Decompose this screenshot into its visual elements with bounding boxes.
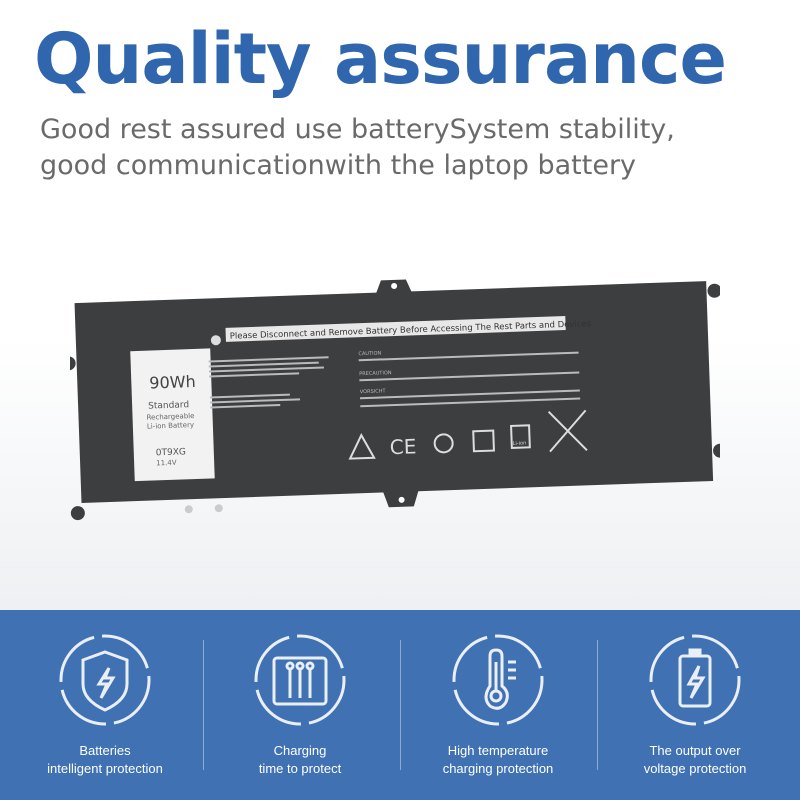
precaution-text: PRECAUTION [359, 370, 392, 377]
feature-label-2: intelligent protection [47, 761, 163, 776]
feature-label-2: charging protection [442, 761, 554, 776]
recycle-5-icon [433, 433, 454, 454]
subtitle-line-2: good communicationwith the laptop batter… [40, 150, 637, 181]
battery-type-2: Rechargeable [146, 412, 194, 422]
divider [203, 640, 204, 770]
feature-high-temperature: High temperature charging protection [398, 610, 598, 800]
circuit-icon [254, 634, 346, 726]
battery-model: 0T9XG [156, 447, 186, 458]
li-ion-recycle-icon [510, 424, 531, 449]
battery-capacity: 90Wh [149, 372, 196, 393]
divider [597, 640, 598, 770]
feature-output-voltage: The output over voltage protection [595, 610, 795, 800]
li-ion-text: Li-ion [513, 440, 527, 446]
feature-label-1: The output over [649, 743, 741, 758]
battery-voltage: 11.4V [156, 459, 177, 468]
battery-type-3: Li-ion Battery [147, 421, 194, 431]
feature-label-1: Charging [273, 743, 327, 758]
feature-label-1: High temperature [447, 743, 549, 758]
feature-label-1: Batteries [79, 743, 131, 758]
feature-band: Batteries intelligent protection Charging… [0, 610, 800, 800]
subtitle-line-1: Good rest assured use batterySystem stab… [40, 114, 675, 145]
china-recycle-icon [472, 429, 495, 453]
battery-bolt-icon [649, 634, 741, 726]
subtitle: Good rest assured use batterySystem stab… [40, 112, 675, 184]
warning-icon [348, 433, 376, 460]
battery-image: 90Wh Standard Rechargeable Li-ion Batter… [70, 279, 720, 521]
ce-mark-icon: CE [389, 434, 416, 459]
shield-bolt-icon [59, 634, 151, 726]
feature-charging-time: Charging time to protect [200, 610, 400, 800]
battery-label [130, 348, 215, 482]
vorsicht-text: VORSICHT [360, 388, 387, 395]
feature-label-2: time to protect [258, 761, 342, 776]
battery-type: Standard [148, 400, 189, 411]
thermometer-icon [452, 634, 544, 726]
caution-text: CAUTION [358, 350, 381, 357]
feature-battery-protection: Batteries intelligent protection [5, 610, 205, 800]
weee-bin-icon [547, 409, 588, 453]
page-title: Quality assurance [34, 18, 727, 100]
feature-label-2: voltage protection [643, 761, 747, 776]
divider [400, 640, 401, 770]
hero-section: Quality assurance Good rest assured use … [0, 0, 800, 610]
